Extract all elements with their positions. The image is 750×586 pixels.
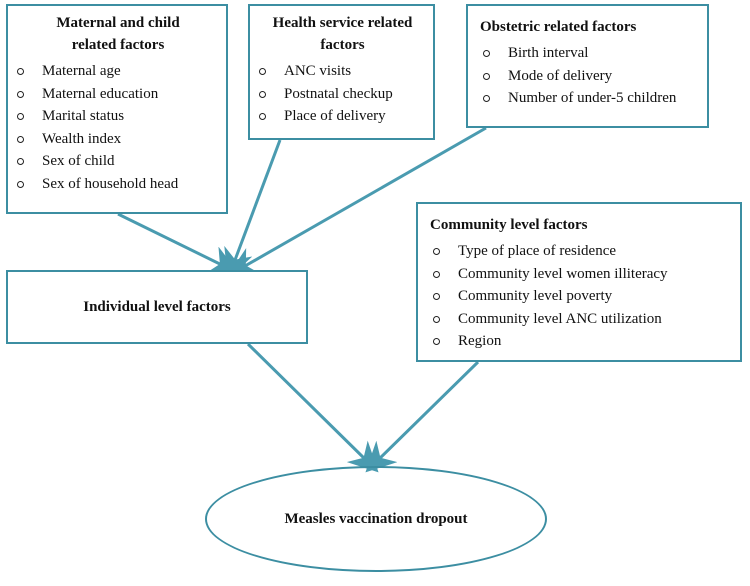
- individual-level-factors-box: Individual level factors: [6, 270, 308, 344]
- community-factors-box: Community level factors Type of place of…: [416, 202, 742, 362]
- obstetric-factors-box: Obstetric related factors Birth interval…: [466, 4, 709, 128]
- list-item: Sex of child: [14, 150, 222, 173]
- health-service-factors-box: Health service related factors ANC visit…: [248, 4, 435, 140]
- health-box-title-line2: factors: [320, 37, 365, 53]
- obstetric-box-title: Obstetric related factors: [480, 19, 637, 35]
- community-box-title: Community level factors: [430, 217, 588, 233]
- list-item: Maternal education: [14, 83, 222, 106]
- list-item: Marital status: [14, 105, 222, 128]
- list-item: Sex of household head: [14, 173, 222, 196]
- list-item: Place of delivery: [256, 105, 429, 128]
- maternal-box-title-line2: related factors: [71, 37, 165, 53]
- outcome-ellipse: Measles vaccination dropout: [205, 466, 547, 572]
- maternal-child-factors-box: Maternal and child related factors Mater…: [6, 4, 228, 214]
- list-item: Wealth index: [14, 128, 222, 151]
- arrow-individual-to-outcome: [246, 342, 379, 473]
- individual-box-title: Individual level factors: [83, 299, 231, 315]
- maternal-box-title-line1: Maternal and child: [56, 15, 180, 31]
- list-item: Community level women illiteracy: [430, 263, 736, 286]
- health-factor-list: ANC visits Postnatal checkup Place of de…: [256, 60, 429, 128]
- arrow-maternal-to-individual: [117, 212, 239, 274]
- community-factor-list: Type of place of residence Community lev…: [430, 240, 736, 353]
- maternal-factor-list: Maternal age Maternal education Marital …: [14, 60, 222, 195]
- list-item: ANC visits: [256, 60, 429, 83]
- outcome-title: Measles vaccination dropout: [284, 511, 468, 527]
- list-item: Type of place of residence: [430, 240, 736, 263]
- list-item: Maternal age: [14, 60, 222, 83]
- health-box-title-line1: Health service related: [272, 15, 413, 31]
- list-item: Community level poverty: [430, 285, 736, 308]
- arrow-obstetric-to-individual: [227, 126, 487, 276]
- list-item: Mode of delivery: [480, 65, 703, 88]
- list-item: Region: [430, 330, 736, 353]
- arrow-community-to-outcome: [365, 360, 480, 473]
- obstetric-factor-list: Birth interval Mode of delivery Number o…: [480, 42, 703, 110]
- list-item: Number of under-5 children: [480, 87, 703, 110]
- list-item: Birth interval: [480, 42, 703, 65]
- arrow-health-to-individual: [224, 139, 282, 280]
- list-item: Community level ANC utilization: [430, 308, 736, 331]
- list-item: Postnatal checkup: [256, 83, 429, 106]
